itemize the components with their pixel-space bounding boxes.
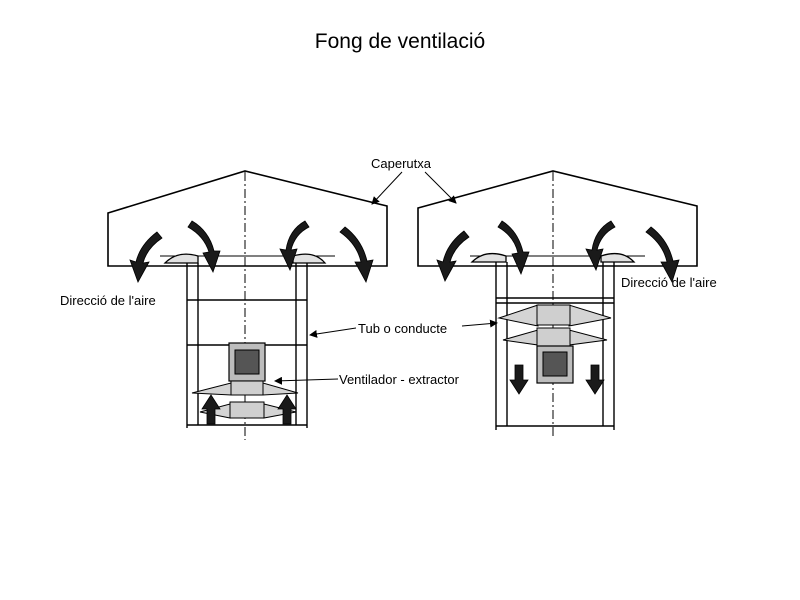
left-air-arrow-1 [129,231,163,283]
left-fan-blade-upper [191,382,299,396]
right-fan-upper-hub [536,304,571,326]
air-direction-label-right: Direcció de l'aire [621,275,717,290]
hood-label: Caperutxa [371,156,431,171]
leader-lines [274,171,498,385]
left-fan-hub [230,380,264,396]
right-air-arrow-1 [436,230,470,282]
right-air-arrow-4 [645,226,680,284]
right-collar-right [600,252,636,263]
hood-leader-left [371,171,403,205]
duct-label: Tub o conducte [358,321,448,336]
diagram-title: Fong de ventilació [314,30,486,53]
right-air-arrow-2 [497,220,530,276]
left-hood [107,170,388,267]
duct-leader-left [309,327,357,338]
left-ventilation-unit [107,170,388,440]
left-up-arrow-1 [201,394,221,425]
right-air-arrow-3 [585,220,616,272]
air-direction-label-left: Direcció de l'aire [60,293,156,308]
fan-leader [274,376,339,385]
left-air-arrow-3 [279,220,310,272]
right-down-arrow-1 [509,364,529,395]
left-collar-right [292,253,327,264]
left-air-arrow-2 [187,220,221,274]
left-air-arrow-4 [339,226,374,284]
fan-label: Ventilador - extractor [339,372,459,387]
hood-leader-right [424,171,457,204]
right-collar-left [470,252,507,263]
right-ventilation-unit [417,170,698,436]
left-up-arrow-2 [277,394,297,425]
left-fan-lower-hub [229,401,265,419]
right-hood [417,170,698,267]
right-fan-lower-hub [536,327,571,347]
right-fan-motor-core [542,351,568,377]
duct-leader-right [461,319,498,328]
left-fan-motor-core [234,349,260,375]
right-down-arrow-2 [585,364,605,395]
left-collar-left [163,253,199,264]
